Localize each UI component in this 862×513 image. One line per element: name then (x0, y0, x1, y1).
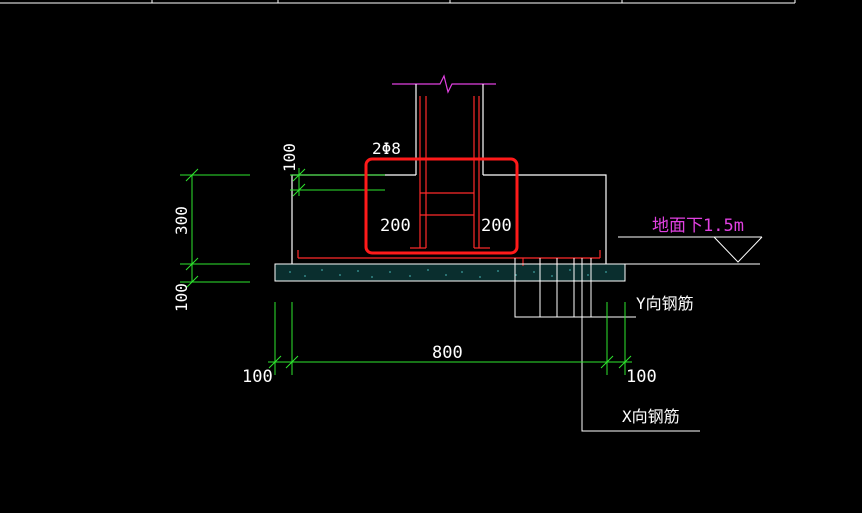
break-line-symbol (392, 74, 496, 94)
dim-300-label: 300 (172, 206, 191, 235)
dim-left-100-label: 100 (242, 367, 273, 387)
vertical-dimensions (180, 168, 385, 289)
highlight-box (364, 157, 519, 255)
dim-100-top-label: 100 (280, 143, 299, 172)
top-table-border (0, 0, 796, 4)
cushion-layer (274, 263, 626, 282)
left-cover-label: 200 (380, 216, 411, 236)
column-rebar (410, 96, 490, 249)
dim-100-bottom-label: 100 (172, 283, 191, 312)
x-rebar-label: X向钢筋 (622, 407, 680, 426)
horizontal-dimensions (268, 302, 632, 375)
stirrup-label: 2Φ8 (372, 139, 401, 158)
dim-right-100-label: 100 (626, 367, 657, 387)
y-rebar-label: Y向钢筋 (636, 294, 694, 313)
ground-level-label: 地面下1.5m (652, 216, 744, 236)
footing-outline (291, 174, 607, 264)
leader-lines (514, 258, 700, 432)
ground-level-marker (497, 236, 763, 265)
right-cover-label: 200 (481, 216, 512, 236)
base-rebar (297, 250, 601, 259)
dim-800-label: 800 (432, 343, 463, 363)
